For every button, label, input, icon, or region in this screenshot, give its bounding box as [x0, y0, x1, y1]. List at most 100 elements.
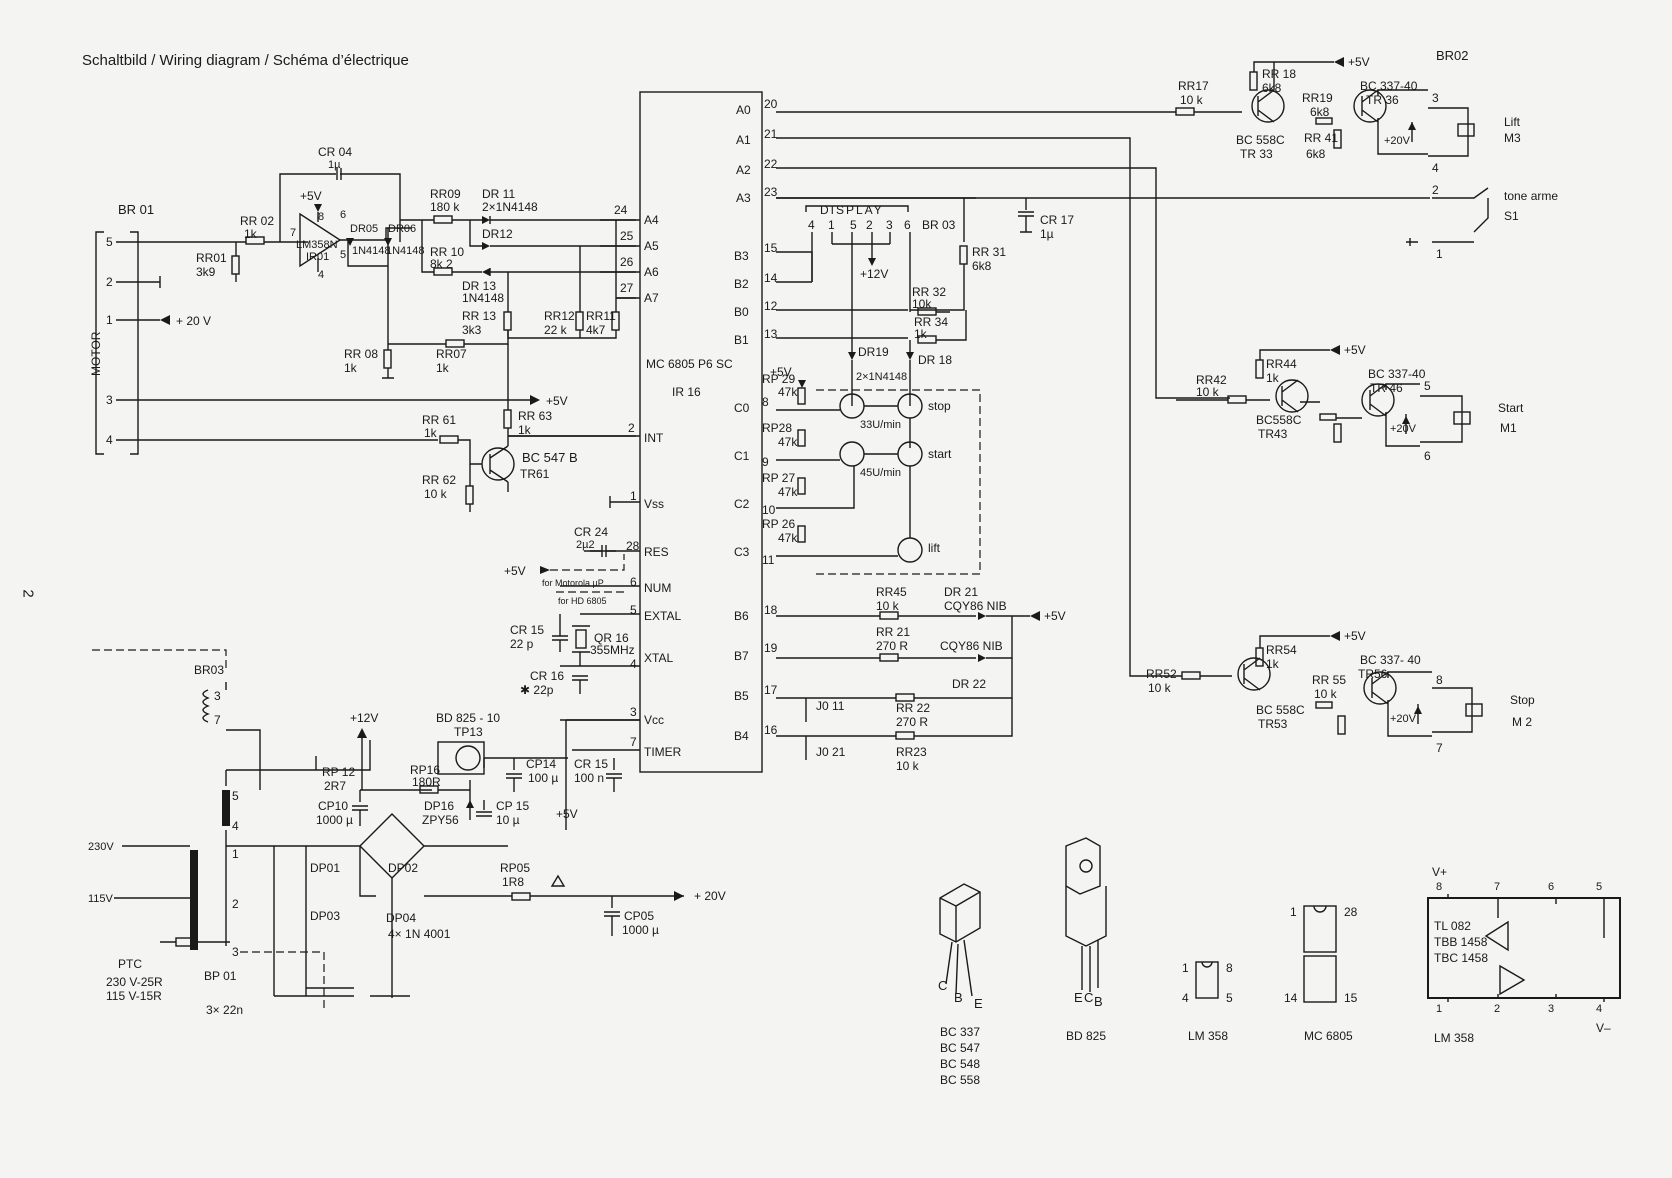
svg-text:8: 8	[1436, 881, 1442, 893]
svg-text:B3: B3	[734, 249, 749, 263]
rr32-value: 6k8	[1262, 81, 1282, 95]
dr12-ref: DR12	[482, 227, 513, 241]
rr41-ref: RR42	[1196, 373, 1227, 387]
mcu-name: MC 6805 P6 SC	[646, 357, 733, 371]
rr34-value: 6k8	[1310, 105, 1330, 119]
svg-text:28: 28	[1344, 905, 1358, 919]
svg-text:26: 26	[620, 255, 634, 269]
rr23-ref: RR 22	[896, 701, 930, 715]
cr04-value: 1µ	[328, 159, 341, 171]
dp16-value: ZPY56	[422, 813, 459, 827]
svg-text:18: 18	[764, 603, 778, 617]
rp05-value: 1R8	[502, 875, 524, 889]
bp01-caps: 3× 22n	[206, 1003, 243, 1017]
svg-text:6: 6	[340, 209, 346, 221]
reg-ref: TP13	[454, 725, 483, 739]
rr13-ref: RR 13	[462, 309, 496, 323]
svg-text:B1: B1	[734, 333, 749, 347]
stop-label: Stop	[1510, 693, 1535, 707]
start-label: Start	[1498, 401, 1524, 415]
svg-text:B2: B2	[734, 277, 749, 291]
stop-motor: M 2	[1512, 715, 1532, 729]
jo21-ref: J0 21	[816, 745, 846, 759]
svg-text:1: 1	[1436, 247, 1443, 261]
reg-out-plus5: +5V	[556, 807, 578, 821]
svg-text:TIMER: TIMER	[644, 745, 682, 759]
rr32-ref: RR 18	[1262, 67, 1296, 81]
svg-text:3: 3	[630, 705, 637, 719]
rr35-value: 6k8	[1306, 147, 1326, 161]
svg-text:10: 10	[762, 503, 776, 517]
dr13-value: 1N4148	[462, 291, 504, 305]
power-supply: BR03 3 7 5 4 1 2 3 230V 115V PTC 230 V-2…	[88, 649, 726, 1017]
cr15b-value: 100 n	[574, 771, 604, 785]
ptc-label: PTC	[118, 957, 142, 971]
svg-text:2: 2	[1494, 1003, 1500, 1015]
svg-text:5: 5	[1424, 379, 1431, 393]
opamp-ref: IR01	[306, 251, 329, 263]
svg-text:2: 2	[866, 218, 873, 232]
start-supply: +5V	[1344, 343, 1366, 357]
dr11-ref: DR 11	[482, 187, 515, 201]
stop-plus20: +20V	[1390, 713, 1417, 725]
led-supply: +5V	[1044, 609, 1066, 623]
svg-text:4: 4	[808, 218, 815, 232]
key-start-label: start	[928, 447, 952, 461]
rr42-ref: RR44	[1266, 357, 1297, 371]
svg-text:27: 27	[620, 281, 634, 295]
svg-text:3: 3	[214, 689, 221, 703]
dr11-value: 2×1N4148	[482, 200, 538, 214]
cr04-ref: CR 04	[318, 145, 352, 159]
svg-text:6: 6	[1424, 449, 1431, 463]
cr15-value: 22 p	[510, 637, 534, 651]
note-motorola: for Motorola µP	[542, 578, 604, 588]
part-tbc1458: TBC 1458	[1434, 951, 1488, 965]
br02-tonearm: 2 tone arme S1 1	[776, 167, 1558, 399]
rr10-ref: RR 10	[430, 245, 464, 259]
svg-text:6: 6	[904, 218, 911, 232]
svg-text:5: 5	[1226, 991, 1233, 1005]
svg-text:EXTAL: EXTAL	[644, 609, 681, 623]
rr52-value: 1k	[1266, 657, 1280, 671]
svg-text:5: 5	[232, 789, 239, 803]
dr19-ref: DR19	[858, 345, 889, 359]
tr61-type: BC 547 B	[522, 450, 578, 465]
svg-text:3: 3	[886, 218, 893, 232]
dr22-ref: DR 22	[952, 677, 986, 691]
opamp-section: RR 02 1k RR01 3k9 LM358N IR01 7 8 6 5 4 …	[196, 145, 425, 318]
dp16-ref: DP16	[424, 799, 454, 813]
lift-label: Lift	[1504, 115, 1521, 129]
keypad: DR19 2×1N4148 DR 18 33U/min stop 45U/min…	[762, 340, 981, 575]
svg-text:4: 4	[318, 269, 324, 281]
svg-text:A3: A3	[736, 191, 751, 205]
start-motor: M1	[1500, 421, 1517, 435]
svg-text:B5: B5	[734, 689, 749, 703]
svg-text:5: 5	[1596, 881, 1602, 893]
rr42-value: 1k	[1266, 371, 1280, 385]
svg-text:C0: C0	[734, 401, 750, 415]
svg-text:7: 7	[1436, 741, 1443, 755]
rp28-ref: RP28	[762, 421, 792, 435]
svg-text:B4: B4	[734, 729, 749, 743]
ptc-115: 115 V-15R	[106, 989, 162, 1003]
svg-text:15: 15	[1344, 991, 1358, 1005]
cr17-value: 1µ	[1040, 227, 1054, 241]
bridge-type: 4× 1N 4001	[388, 927, 451, 941]
rp12-value: 2R7	[324, 779, 346, 793]
svg-text:16: 16	[764, 723, 778, 737]
svg-text:7: 7	[1494, 881, 1500, 893]
svg-text:20: 20	[764, 97, 778, 111]
tr53-ref: TR53	[1258, 717, 1288, 731]
svg-text:B0: B0	[734, 305, 749, 319]
to92-pin-b: B	[954, 990, 963, 1005]
rr19-ref: RR 34	[914, 315, 948, 329]
key-lift-label: lift	[928, 541, 941, 555]
rr61-ref: RR 61	[422, 413, 456, 427]
rr54-value: 10 k	[1314, 687, 1338, 701]
rp29-supply: +5V	[770, 365, 792, 379]
rr35-ref: RR 41	[1304, 131, 1338, 145]
svg-text:8: 8	[1226, 961, 1233, 975]
svg-text:8: 8	[1436, 673, 1443, 687]
svg-text:11: 11	[762, 553, 775, 567]
key-stop-label: stop	[928, 399, 951, 413]
